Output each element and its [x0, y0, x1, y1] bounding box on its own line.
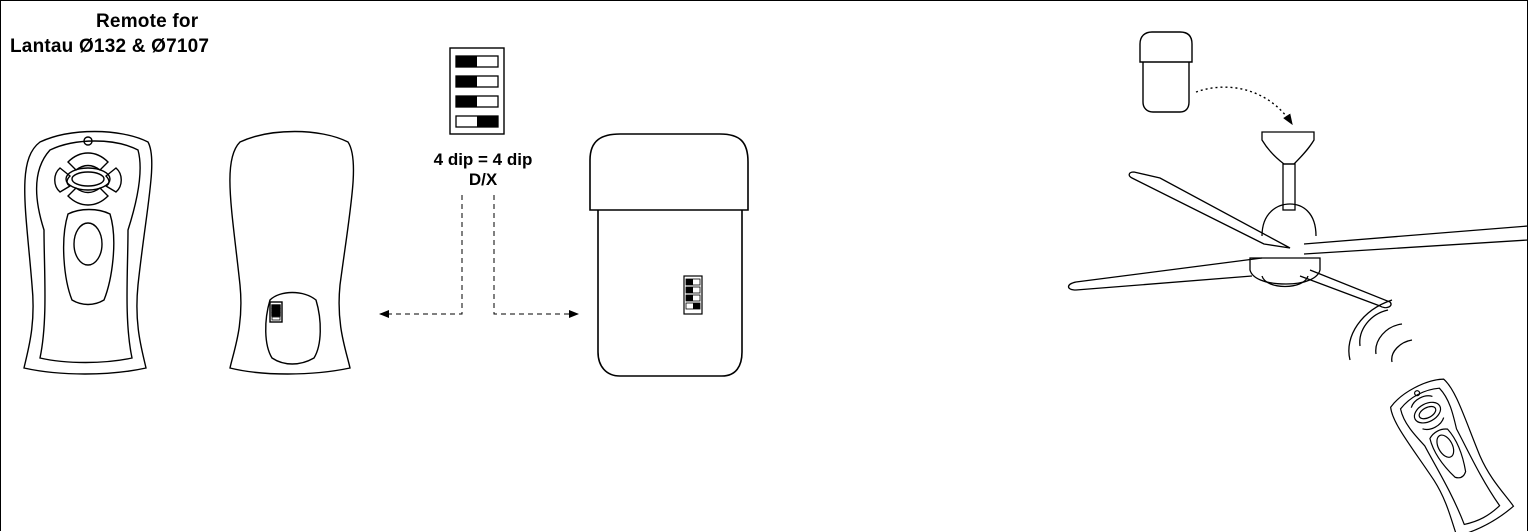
remote-back-icon: [229, 130, 355, 375]
dip-switch-knob: [456, 96, 477, 107]
dip-note-line-1: 4 dip = 4 dip: [433, 150, 533, 169]
dip-note-line-2: D/X: [468, 170, 498, 189]
dip-switch-knob: [456, 56, 477, 67]
remote-front-icon: [23, 130, 153, 375]
dip-connector-lines: [379, 195, 579, 318]
dip-switch-knob: [477, 116, 498, 127]
title-line-1: Remote for: [96, 11, 199, 32]
receiver-unit-icon: [589, 133, 749, 377]
ceiling-fan-icon: [1067, 131, 1529, 363]
remote-small-icon: [1390, 378, 1515, 532]
dip-switch-knob: [456, 76, 477, 87]
title-line-2: Lantau Ø132 & Ø7107: [10, 36, 210, 57]
receiver-small-icon: [1139, 31, 1293, 126]
dip-switch-large-icon: [449, 47, 505, 135]
